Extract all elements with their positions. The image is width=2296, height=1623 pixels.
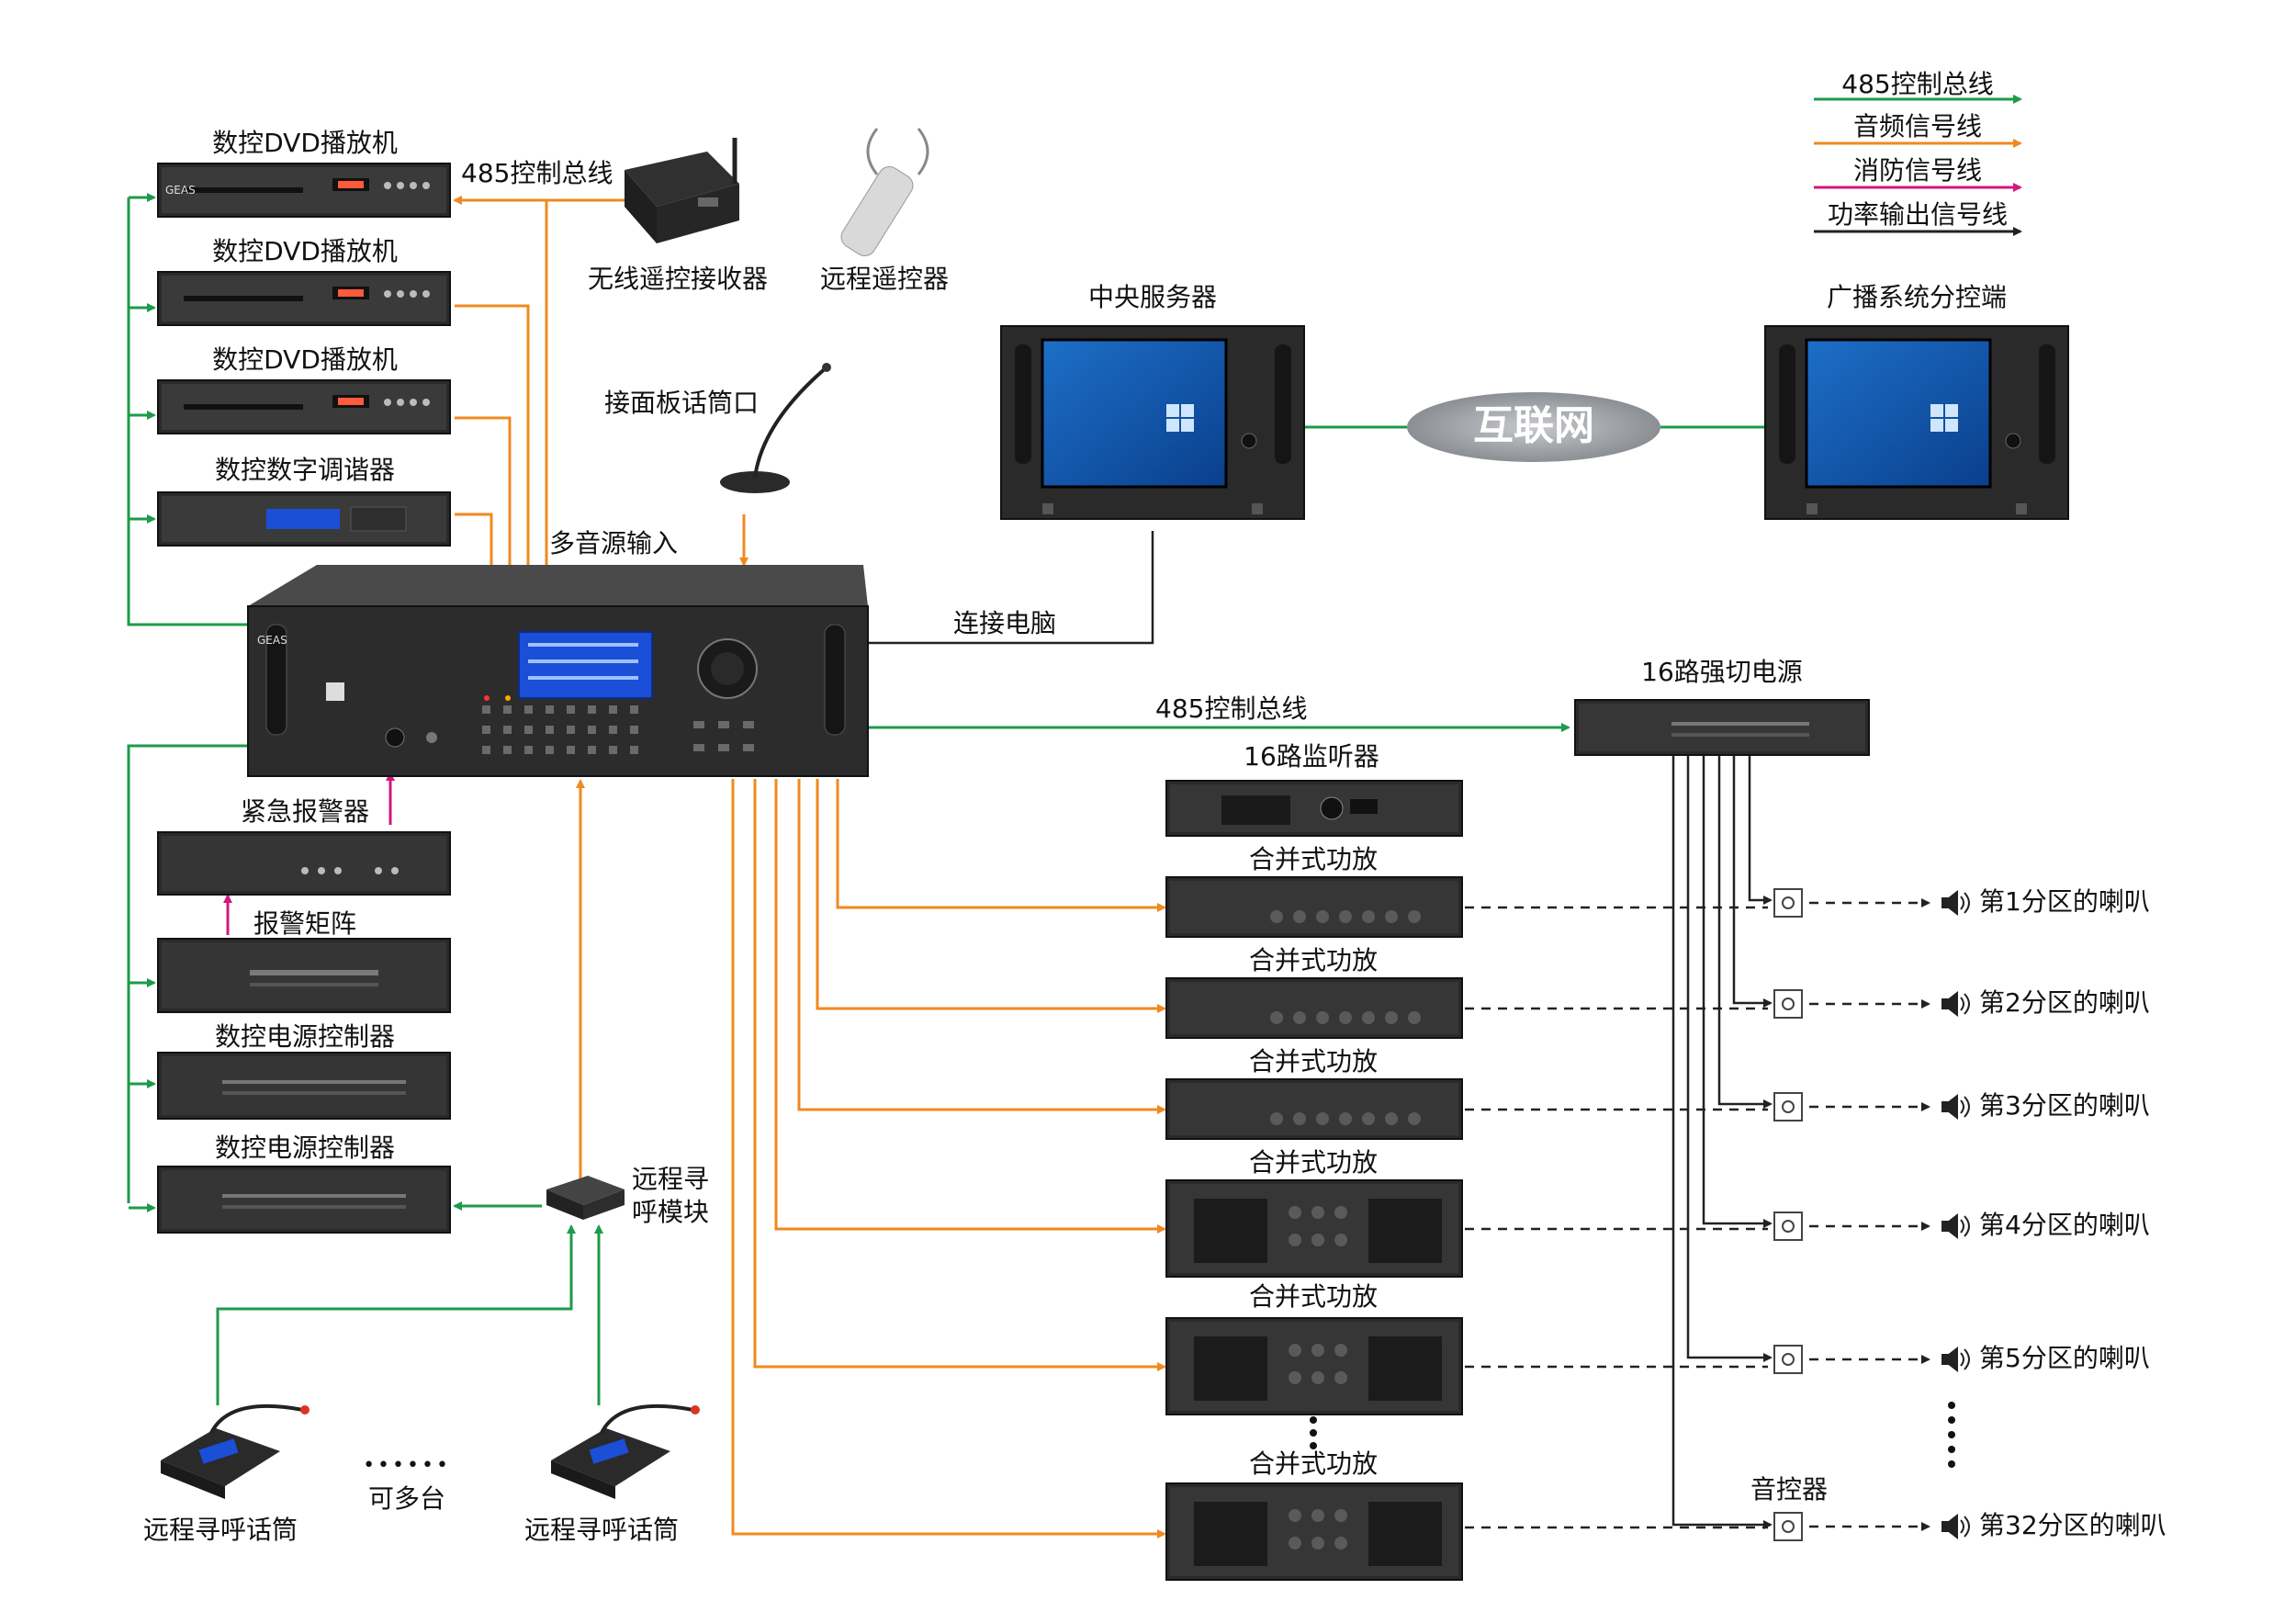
dvd-player-1 [157,163,451,218]
internet-cloud [1407,392,1660,462]
dvd-player-2 [157,271,451,326]
amplifier-6 [1165,1482,1463,1581]
legend-lines [1814,95,2022,236]
magenta-fire-lines [223,772,395,935]
black-output-lines [868,531,1930,1531]
paging-module-icon [546,1176,625,1220]
branch-control-computer [1764,325,2069,520]
vertical-ellipsis-amps [1310,1416,1317,1449]
amplifier-1 [1165,876,1463,938]
green-control-lines [127,193,1765,1405]
power-controller-1 [157,1052,451,1120]
power-controller-2 [157,1166,451,1234]
amplifier-3 [1165,1078,1463,1140]
speaker-icons [1941,889,1970,1540]
amplifier-5 [1165,1317,1463,1415]
power-switch-16ch-device [1574,699,1870,756]
amplifier-2 [1165,977,1463,1039]
remote-control-icon [840,128,929,256]
orange-audio-lines [453,196,1166,1538]
digital-tuner [157,491,451,547]
paging-microphone-2-icon [551,1403,700,1499]
volume-controller-icons [1773,888,1803,1541]
wireless-receiver-icon [625,138,739,243]
panel-microphone-icon [720,363,831,493]
amplifier-4 [1165,1179,1463,1278]
paging-microphone-1-icon [161,1403,310,1499]
alarm-matrix-device [157,938,451,1013]
matrix-controller-device [247,565,869,777]
monitor-16ch-device [1165,780,1463,837]
dvd-player-3 [157,379,451,434]
central-server-computer [1000,325,1305,520]
emergency-alarm-device [157,831,451,896]
vertical-ellipsis-zones [1948,1402,1955,1468]
